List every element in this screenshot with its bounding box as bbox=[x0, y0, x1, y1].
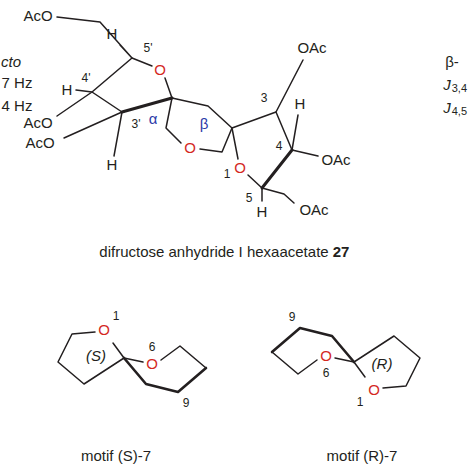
ring-oxygen: O bbox=[98, 322, 110, 338]
dioxane-bonds bbox=[166, 98, 232, 152]
substituent-bonds bbox=[57, 17, 132, 156]
atom-label: H bbox=[107, 157, 118, 173]
locant: 5' bbox=[144, 42, 153, 55]
compound-name: difructose anhydride I hexaacetate bbox=[99, 244, 328, 260]
ring-oxygen: O bbox=[146, 356, 158, 372]
ring-bonds bbox=[232, 112, 292, 188]
group-label: OAc bbox=[297, 40, 326, 56]
spiro-front-bonds bbox=[124, 358, 206, 392]
motif-caption: motif (R)-7 bbox=[327, 448, 398, 464]
spiro-bonds bbox=[272, 336, 420, 388]
cropped-text: β- bbox=[445, 54, 459, 70]
atom-label: H bbox=[62, 82, 73, 98]
locant: 5 bbox=[246, 192, 253, 205]
stereo-descriptor: (R) bbox=[372, 356, 393, 372]
atom-label: H bbox=[107, 26, 118, 42]
coupling-subscript: 4,5 bbox=[452, 106, 467, 118]
ring-oxygen: O bbox=[320, 348, 332, 364]
ring-oxygen: O bbox=[184, 140, 196, 156]
atom-label: H bbox=[257, 204, 268, 220]
coupling-value: 7 Hz bbox=[2, 75, 33, 91]
ring-oxygen: O bbox=[234, 160, 246, 176]
atom-label: H bbox=[295, 96, 306, 112]
coupling-symbol: J bbox=[443, 100, 451, 116]
spiro-bonds bbox=[58, 332, 206, 384]
locant: 1 bbox=[224, 168, 231, 181]
coupling-subscript: 3,4 bbox=[452, 83, 467, 95]
group-label: OAc bbox=[299, 202, 328, 218]
locant: 9 bbox=[289, 311, 296, 324]
anomer-label: α bbox=[149, 111, 158, 127]
locant: 1 bbox=[113, 310, 120, 323]
locant: 3' bbox=[132, 118, 141, 131]
locant: 3 bbox=[261, 92, 268, 105]
ring-front-bond bbox=[262, 150, 292, 188]
substituent-bonds bbox=[262, 60, 318, 203]
coupling-value: 4 Hz bbox=[2, 98, 33, 114]
coupling-symbol: J bbox=[443, 77, 451, 93]
locant: 4' bbox=[82, 72, 91, 85]
locant: 4 bbox=[276, 140, 283, 153]
anomer-label: β bbox=[200, 116, 209, 132]
motif-caption: motif (S)-7 bbox=[81, 448, 151, 464]
group-label: AcO bbox=[25, 135, 54, 151]
ring-bonds bbox=[92, 58, 172, 112]
ring-front-bond bbox=[122, 98, 172, 112]
cropped-text: cto bbox=[1, 54, 21, 70]
compound-number: 27 bbox=[333, 244, 350, 260]
group-label: OAc bbox=[321, 152, 350, 168]
ring-oxygen: O bbox=[368, 382, 380, 398]
ring-oxygen: O bbox=[154, 62, 166, 78]
locant: 6 bbox=[149, 341, 156, 354]
group-label: AcO bbox=[23, 115, 52, 131]
locant: 6 bbox=[323, 367, 330, 380]
group-label: AcO bbox=[23, 8, 52, 24]
locant: 9 bbox=[183, 397, 190, 410]
locant: 1 bbox=[357, 396, 364, 409]
spiro-front-bonds bbox=[272, 328, 354, 362]
stereo-descriptor: (S) bbox=[86, 348, 106, 364]
